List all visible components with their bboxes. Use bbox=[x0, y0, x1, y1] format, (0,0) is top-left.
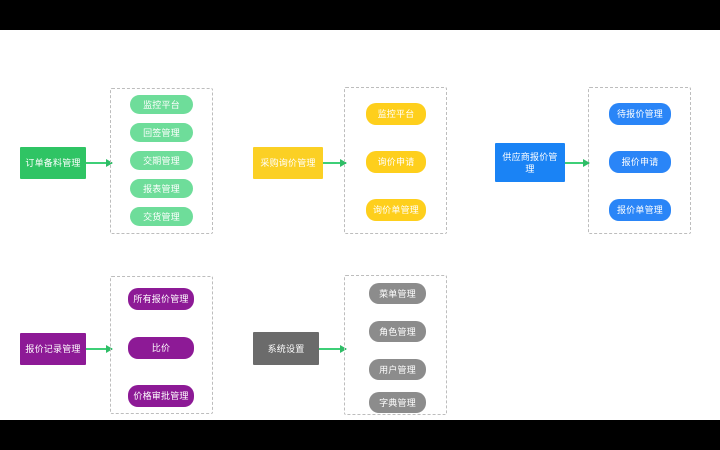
node-quote-record-item-2[interactable]: 价格审批管理 bbox=[128, 385, 194, 407]
node-system-settings-item-0[interactable]: 菜单管理 bbox=[369, 283, 426, 304]
node-supplier-quote-root[interactable]: 供应商报价管理 bbox=[495, 143, 565, 182]
node-supplier-quote-item-1[interactable]: 报价申请 bbox=[609, 151, 671, 173]
node-order-prep-item-4[interactable]: 交货管理 bbox=[130, 207, 193, 226]
node-supplier-quote-item-2[interactable]: 报价单管理 bbox=[609, 199, 671, 221]
node-purchase-inquiry-root[interactable]: 采购询价管理 bbox=[253, 147, 323, 179]
arrow-system-settings bbox=[319, 345, 347, 353]
group-purchase-inquiry bbox=[344, 87, 447, 234]
node-order-prep-item-0[interactable]: 监控平台 bbox=[130, 95, 193, 114]
arrow-supplier-quote bbox=[565, 159, 590, 167]
node-quote-record-root[interactable]: 报价记录管理 bbox=[20, 333, 86, 365]
group-quote-record bbox=[110, 276, 213, 414]
node-system-settings-item-2[interactable]: 用户管理 bbox=[369, 359, 426, 380]
group-supplier-quote bbox=[588, 87, 691, 234]
node-purchase-inquiry-item-0[interactable]: 监控平台 bbox=[366, 103, 426, 125]
node-system-settings-item-1[interactable]: 角色管理 bbox=[369, 321, 426, 342]
arrow-order-prep bbox=[86, 159, 113, 167]
node-order-prep-item-3[interactable]: 报表管理 bbox=[130, 179, 193, 198]
node-order-prep-item-2[interactable]: 交期管理 bbox=[130, 151, 193, 170]
group-order-prep bbox=[110, 88, 213, 234]
node-order-prep-item-1[interactable]: 回签管理 bbox=[130, 123, 193, 142]
node-order-prep-root[interactable]: 订单备料管理 bbox=[20, 147, 86, 179]
node-quote-record-item-1[interactable]: 比价 bbox=[128, 337, 194, 359]
arrow-quote-record bbox=[86, 345, 113, 353]
diagram-canvas: 订单备料管理 监控平台 回签管理 交期管理 报表管理 交货管理 采购询价管理 监… bbox=[0, 30, 720, 420]
group-system-settings bbox=[344, 275, 447, 415]
node-system-settings-item-3[interactable]: 字典管理 bbox=[369, 392, 426, 413]
node-purchase-inquiry-item-2[interactable]: 询价单管理 bbox=[366, 199, 426, 221]
node-quote-record-item-0[interactable]: 所有报价管理 bbox=[128, 288, 194, 310]
node-supplier-quote-item-0[interactable]: 待报价管理 bbox=[609, 103, 671, 125]
node-purchase-inquiry-item-1[interactable]: 询价申请 bbox=[366, 151, 426, 173]
node-system-settings-root[interactable]: 系统设置 bbox=[253, 332, 319, 365]
arrow-purchase-inquiry bbox=[323, 159, 347, 167]
